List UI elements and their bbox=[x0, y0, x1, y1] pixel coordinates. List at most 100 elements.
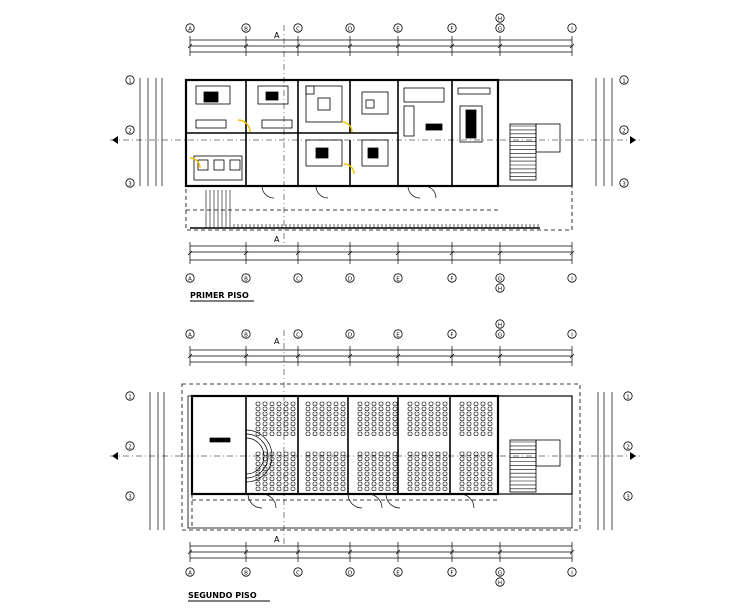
bottom-dimension-ticks bbox=[187, 242, 575, 264]
grid-label: 2 bbox=[622, 128, 626, 134]
grid-label: 3 bbox=[626, 494, 630, 500]
grid-label: D bbox=[348, 570, 352, 576]
grid-bubble-left-1: 1 bbox=[125, 391, 135, 401]
grid-bubble-bottom-d: D bbox=[345, 567, 355, 577]
grid-bubble-bottom-h: H bbox=[495, 283, 505, 293]
site-boundary bbox=[185, 79, 573, 231]
bottom-dimension-lines bbox=[190, 545, 572, 559]
grid-label: H bbox=[498, 16, 502, 22]
grid-label: H bbox=[498, 322, 502, 328]
door-swings bbox=[247, 493, 475, 509]
grid-bubble-left-2: 2 bbox=[125, 125, 135, 135]
grid-bubble-top-c: C bbox=[293, 329, 303, 339]
grid-label: A bbox=[188, 570, 192, 576]
bottom-dimension-ticks bbox=[187, 542, 575, 562]
bottom-hatch-strip bbox=[205, 190, 539, 228]
grid-bubbles-left: 1 2 3 bbox=[125, 391, 135, 501]
grid-bubble-bottom-e: E bbox=[393, 273, 403, 283]
grid-bubble-top-h: H bbox=[495, 13, 505, 23]
grid-bubble-bottom-e: E bbox=[393, 567, 403, 577]
interior-walls bbox=[186, 80, 453, 186]
stair-core-wall bbox=[497, 395, 573, 495]
grid-bubble-top-i: I bbox=[567, 329, 577, 339]
top-dimension-lines bbox=[190, 349, 572, 363]
grid-label: E bbox=[396, 276, 400, 282]
grid-bubble-top-d: D bbox=[345, 23, 355, 33]
grid-label: 3 bbox=[128, 494, 132, 500]
grid-label: E bbox=[396, 570, 400, 576]
grid-bubble-top-a: A bbox=[185, 23, 195, 33]
site-boundary bbox=[181, 383, 581, 531]
grid-label: D bbox=[348, 26, 352, 32]
side-dimension-lines bbox=[149, 392, 613, 530]
grid-label: D bbox=[348, 332, 352, 338]
grid-bubble-bottom-b: B bbox=[241, 273, 251, 283]
grid-bubble-bottom-h: H bbox=[495, 577, 505, 587]
furniture bbox=[193, 85, 561, 181]
grid-bubble-left-3: 3 bbox=[125, 178, 135, 188]
grid-bubble-bottom-i: I bbox=[567, 273, 577, 283]
grid-label: B bbox=[244, 570, 248, 576]
grid-label: B bbox=[244, 26, 248, 32]
grid-bubble-bottom-d: D bbox=[345, 273, 355, 283]
grid-label: E bbox=[396, 332, 400, 338]
grid-label: 3 bbox=[128, 181, 132, 187]
grid-label: I bbox=[571, 332, 573, 338]
top-dimension-ticks bbox=[187, 36, 575, 56]
structural-grid-lines bbox=[110, 330, 640, 545]
side-dimension-lines bbox=[139, 78, 613, 186]
grid-bubble-right-3: 3 bbox=[619, 178, 629, 188]
grid-bubble-right-3: 3 bbox=[623, 491, 633, 501]
grid-label: C bbox=[296, 332, 300, 338]
grid-bubble-bottom-i: I bbox=[567, 567, 577, 577]
grid-label: 2 bbox=[626, 444, 630, 450]
grid-bubble-right-2: 2 bbox=[623, 441, 633, 451]
grid-bubble-left-3: 3 bbox=[125, 491, 135, 501]
grid-label: I bbox=[571, 570, 573, 576]
grid-bubble-top-b: B bbox=[241, 23, 251, 33]
grid-bubbles-right: 1 2 3 bbox=[623, 391, 633, 501]
grid-bubble-bottom-c: C bbox=[293, 567, 303, 577]
grid-bubble-left-2: 2 bbox=[125, 441, 135, 451]
section-marker-bottom: A bbox=[274, 535, 280, 544]
grid-label: E bbox=[396, 26, 400, 32]
bottom-dimension-lines bbox=[190, 245, 572, 261]
grid-bubble-top-e: E bbox=[393, 23, 403, 33]
grid-label: F bbox=[450, 26, 453, 32]
grid-bubble-top-g: G bbox=[495, 23, 505, 33]
grid-label: 2 bbox=[128, 444, 132, 450]
second-floor-title: SEGUNDO PISO bbox=[188, 591, 257, 600]
grid-label: I bbox=[571, 26, 573, 32]
grid-bubble-bottom-a: A bbox=[185, 273, 195, 283]
grid-bubble-top-d: D bbox=[345, 329, 355, 339]
grid-label: C bbox=[296, 26, 300, 32]
door-highlights bbox=[189, 119, 355, 175]
grid-label: F bbox=[450, 332, 453, 338]
grid-label: F bbox=[450, 570, 453, 576]
stair-treads bbox=[510, 441, 536, 490]
grid-bubble-top-i: I bbox=[567, 23, 577, 33]
stair-core-wall bbox=[497, 79, 573, 187]
section-marker-bottom: A bbox=[274, 235, 280, 244]
grid-bubble-top-a: A bbox=[185, 329, 195, 339]
grid-label: B bbox=[244, 332, 248, 338]
grid-label: H bbox=[498, 580, 502, 586]
grid-label: 2 bbox=[128, 128, 132, 134]
grid-bubble-top-e: E bbox=[393, 329, 403, 339]
grid-label: D bbox=[348, 276, 352, 282]
grid-label: 1 bbox=[626, 394, 630, 400]
grid-bubble-bottom-b: B bbox=[241, 567, 251, 577]
grid-bubbles-right: 1 2 3 bbox=[619, 75, 629, 188]
grid-label: 1 bbox=[622, 78, 626, 84]
grid-label: C bbox=[296, 570, 300, 576]
grid-label: A bbox=[188, 332, 192, 338]
grid-bubble-bottom-a: A bbox=[185, 567, 195, 577]
grid-bubble-top-b: B bbox=[241, 329, 251, 339]
grid-bubble-bottom-f: F bbox=[447, 567, 457, 577]
